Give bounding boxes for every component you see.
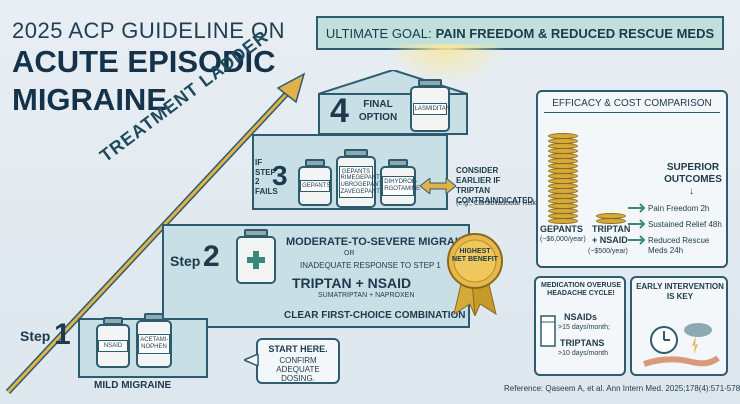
overuse-title: MEDICATION OVERUSE HEADACHE CYCLE! [541,282,621,298]
outcome-3: Reduced Rescue Meds 24h [648,236,710,255]
step2-example: SUMATRIPTAN + NAPROXEN [318,292,415,299]
nsaid-label: NSAID [98,339,128,353]
step4-label: FINAL OPTION [358,99,398,123]
bubble-text: CONFIRM ADEQUATE DOSING. [276,356,320,383]
step2-or: OR [344,250,355,257]
gepants-bottle-2: GEPANTS RIMEGEPANT UBROGEPANT ZAVEGEPANT [336,149,382,208]
step2-block [162,224,470,328]
early-panel: EARLY INTERVENTION IS KEY [630,276,728,376]
step1-number: 1 [54,318,71,351]
double-arrow-icon [420,178,456,194]
step2-drug: TRIPTAN + NSAID [292,275,412,291]
outcome-arrows-icon [628,203,646,245]
outcome-1: Pain Freedom 2h [648,204,710,213]
goal-prefix: ULTIMATE GOAL: [325,25,432,41]
stopwatch-hand-icon [643,323,720,367]
dhe-bottle: DIHYDROE-RGOTAMINE [380,159,420,206]
title-line1: 2025 ACP GUIDELINE ON [12,18,285,43]
triptan-bottle [236,229,276,284]
gepants-label-2: GEPANTS RIMEGEPANT UBROGEPANT ZAVEGEPANT [338,165,382,199]
efficacy-panel: EFFICACY & COST COMPARISON GEPANTS (~$6,… [536,90,728,268]
nsaids-label: NSAIDs [564,312,598,322]
step3-side-note: CONSIDER EARLIER IF TRIPTAN CONTRAINDICA… [456,166,534,205]
early-title: EARLY INTERVENTION IS KEY [636,282,724,301]
step2-line2: INADEQUATE RESPONSE TO STEP 1 [300,261,441,270]
step3-prefix: IF STEP 2 FAILS [255,158,278,196]
lasmiditan-label: LASMIDITAN [412,102,450,116]
step4-number: 4 [330,92,349,130]
overuse-panel: MEDICATION OVERUSE HEADACHE CYCLE! NSAID… [534,276,626,376]
triptan-chart-label: TRIPTAN + NSAID [592,224,631,245]
nsaids-limit: >15 days/month; [558,324,610,331]
coin-gepants [548,133,578,139]
divider [544,112,720,113]
coin-chart [538,92,730,270]
step2-label: Step [170,253,201,269]
bubble-pointer [244,354,259,366]
step2-footer: CLEAR FIRST-CHOICE COMBINATION [284,310,466,321]
gepants-chart-label: GEPANTS [540,224,583,234]
outcomes-title: SUPERIOR OUTCOMES [664,162,722,185]
medical-cross-icon [247,251,265,269]
badge-text: HIGHEST NET BENEFIT [452,248,498,264]
title-line2: ACUTE EPISODIC [12,44,276,79]
lasmiditan-bottle: LASMIDITAN [410,79,450,132]
dhe-label: DIHYDROE-RGOTAMINE [382,176,420,196]
title-line3: MIGRAINE [12,82,167,117]
step1-label: Step [20,328,51,344]
triptans-label: TRIPTANS [560,338,605,348]
step3-side-sub: (e.g., Cardiovascular Risk) [456,200,539,207]
goal-emphasis: PAIN FREEDOM & REDUCED RESCUE MEDS [435,25,715,41]
efficacy-title: EFFICACY & COST COMPARISON [552,98,712,109]
acetaminophen-bottle: ACETAMI-NOPHEN [136,313,172,368]
coin-triptan-nsaid [596,213,626,219]
calendar-icon [540,315,556,347]
gepants-label-1: GEPANTS [300,179,330,193]
triptans-limit: >10 days/month [558,350,609,357]
acetaminophen-label: ACETAMI-NOPHEN [138,334,170,354]
start-here-bubble: START HERE. CONFIRM ADEQUATE DOSING. [256,338,340,384]
outcome-2: Sustained Relief 48h [648,220,722,229]
reference: Reference: Qaseem A, et al. Ann Intern M… [504,384,740,393]
step2-line1: MODERATE-TO-SEVERE MIGRAINE [286,236,474,248]
goal-banner: ULTIMATE GOAL: PAIN FREEDOM & REDUCED RE… [316,16,724,50]
step2-number: 2 [203,240,220,273]
gepants-bottle-1: GEPANTS [298,159,332,206]
down-arrow-icon: ↓ [689,186,694,197]
nsaid-bottle: NSAID [96,317,130,368]
highest-benefit-badge [447,233,503,316]
step1-caption: MILD MIGRAINE [94,380,172,391]
triptan-cost: (~$500/year) [588,248,628,255]
bubble-title: START HERE. [268,344,328,354]
step3-number: 3 [272,160,288,191]
gepants-cost: (~$6,000/year) [540,236,586,243]
